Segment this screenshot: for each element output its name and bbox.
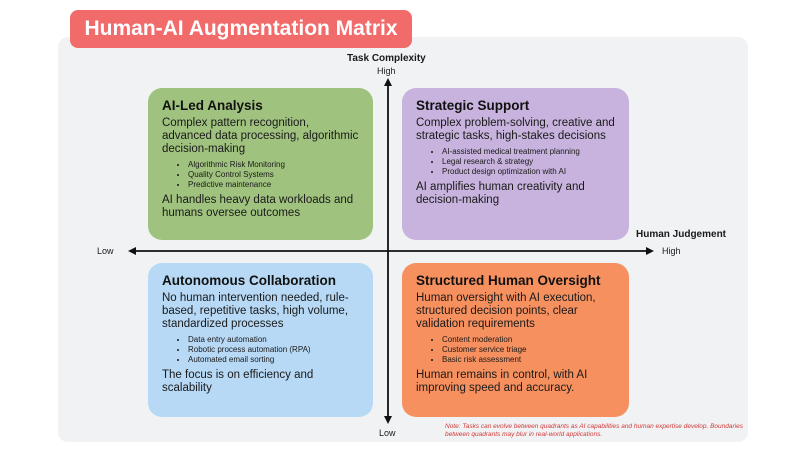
list-item: Basic risk assessment (442, 355, 615, 365)
quadrant-title: Autonomous Collaboration (162, 273, 336, 288)
vertical-axis-low-label: Low (379, 428, 396, 438)
quadrant-examples: Content moderation Customer service tria… (416, 335, 615, 365)
list-item: Automated email sorting (188, 355, 359, 365)
quadrant-autonomous-collaboration: Autonomous Collaboration No human interv… (148, 263, 373, 417)
horizontal-axis-high-label: High (662, 246, 681, 256)
page-title-text: Human-AI Augmentation Matrix (84, 17, 398, 40)
list-item: Data entry automation (188, 335, 359, 345)
quadrant-outcome: The focus is on efficiency and scalabili… (162, 369, 314, 394)
horizontal-axis-low-label: Low (97, 246, 114, 256)
quadrant-examples: Algorithmic Risk Monitoring Quality Cont… (162, 160, 359, 190)
list-item: Algorithmic Risk Monitoring (188, 160, 359, 170)
quadrant-examples: AI-assisted medical treatment planning L… (416, 147, 615, 177)
quadrant-description: Complex problem-solving, creative and st… (416, 117, 615, 142)
list-item: Content moderation (442, 335, 615, 345)
list-item: Quality Control Systems (188, 170, 359, 180)
vertical-axis-high-label: High (377, 66, 396, 76)
quadrant-description: Human oversight with AI execution, struc… (416, 292, 596, 330)
list-item: Customer service triage (442, 345, 615, 355)
quadrant-outcome: AI amplifies human creativity and decisi… (416, 181, 585, 206)
quadrant-structured-human-oversight: Structured Human Oversight Human oversig… (402, 263, 629, 417)
quadrant-title: Structured Human Oversight (416, 273, 601, 288)
quadrant-description: Complex pattern recognition, advanced da… (162, 117, 359, 155)
quadrant-title: AI-Led Analysis (162, 98, 263, 113)
list-item: Product design optimization with AI (442, 167, 615, 177)
quadrant-outcome: AI handles heavy data workloads and huma… (162, 194, 354, 219)
vertical-axis-title: Task Complexity (347, 53, 426, 64)
quadrant-strategic-support: Strategic Support Complex problem-solvin… (402, 88, 629, 240)
list-item: Predictive maintenance (188, 180, 359, 190)
horizontal-axis-title: Human Judgement (636, 229, 727, 240)
quadrant-description: No human intervention needed, rule-based… (162, 292, 349, 330)
footnote: Note: Tasks can evolve between quadrants… (445, 423, 743, 438)
quadrant-outcome: Human remains in control, with AI improv… (416, 369, 588, 394)
list-item: Legal research & strategy (442, 157, 615, 167)
quadrant-title: Strategic Support (416, 98, 530, 113)
quadrant-ai-led-analysis: AI-Led Analysis Complex pattern recognit… (148, 88, 373, 240)
list-item: AI-assisted medical treatment planning (442, 147, 615, 157)
quadrant-examples: Data entry automation Robotic process au… (162, 335, 359, 365)
list-item: Robotic process automation (RPA) (188, 345, 359, 355)
page-title: Human-AI Augmentation Matrix (70, 10, 412, 48)
